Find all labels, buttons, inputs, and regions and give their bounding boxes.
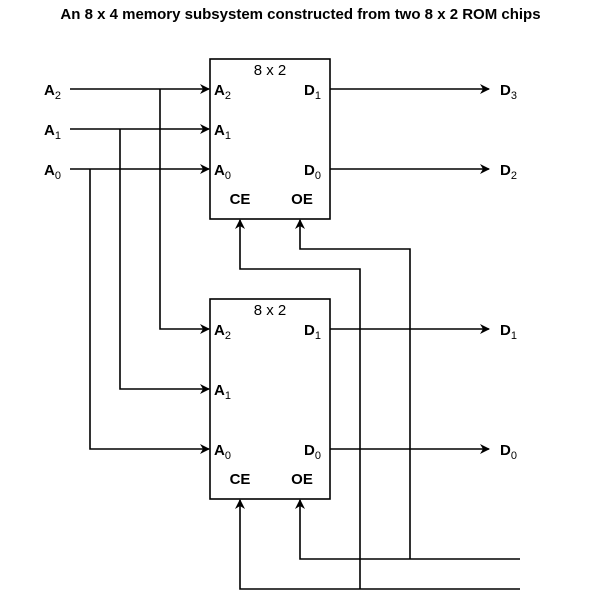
- chip-1-title: 8 x 2: [254, 62, 287, 79]
- rom-chip-2: [209, 298, 331, 500]
- chip-2-pin-a1: A1: [214, 382, 231, 402]
- chip-1-pin-oe: OE: [291, 191, 313, 208]
- chip-2-pin-ce: CE: [230, 471, 251, 488]
- chip-2-pin-a2: A2: [214, 322, 231, 342]
- chip-2-pin-a0: A0: [214, 442, 231, 462]
- wire-a0-chip2: [89, 169, 210, 454]
- chip-1-pin-a2: A2: [214, 82, 231, 102]
- input-a0-label: A0: [44, 162, 61, 182]
- wire-a2-chip2: [159, 89, 210, 334]
- chip-1-pin-a0: A0: [214, 162, 231, 182]
- chip-2-pin-d0: D0: [304, 442, 321, 462]
- wire-ce-chip2: [235, 499, 520, 590]
- rom-chip-1: [209, 58, 331, 220]
- wire-oe-chip2: [295, 499, 520, 560]
- wire-ce-chip1: [235, 219, 361, 589]
- chip-1-pin-a1: A1: [214, 122, 231, 142]
- input-a1-label: A1: [44, 122, 61, 142]
- chip-1-pin-d0: D0: [304, 162, 321, 182]
- output-d1-label: D1: [500, 322, 517, 342]
- chip-1-pin-d1: D1: [304, 82, 321, 102]
- wire-oe-chip1: [295, 219, 411, 559]
- output-d2-label: D2: [500, 162, 517, 182]
- chip-2-title: 8 x 2: [254, 302, 287, 319]
- chip-2-pin-oe: OE: [291, 471, 313, 488]
- diagram-title: An 8 x 4 memory subsystem constructed fr…: [60, 6, 541, 23]
- output-d0-label: D0: [500, 442, 517, 462]
- input-a2-label: A2: [44, 82, 61, 102]
- output-d3-label: D3: [500, 82, 517, 102]
- wire-a1-chip2: [119, 129, 210, 394]
- chip-2-pin-d1: D1: [304, 322, 321, 342]
- chip-1-pin-ce: CE: [230, 191, 251, 208]
